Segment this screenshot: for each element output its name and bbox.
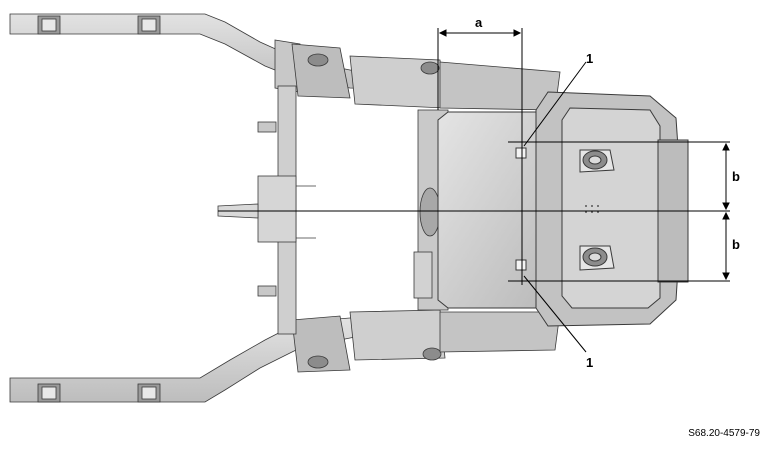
callout-b-lower-label: b <box>732 237 740 252</box>
callout-a-label: a <box>475 15 483 30</box>
callout-1-leaders <box>523 61 587 353</box>
storage-box <box>437 91 689 327</box>
callout-1-bottom-label: 1 <box>586 355 594 370</box>
vent-dots <box>585 205 599 213</box>
dimension-b <box>218 141 730 282</box>
dimension-a <box>437 28 523 285</box>
lower-left-rail <box>9 309 561 403</box>
frame-spine <box>217 85 316 335</box>
figure-reference: S68.20-4579-79 <box>688 428 760 439</box>
callout-1-top-label: 1 <box>586 51 594 66</box>
callout-b-upper-label: b <box>732 169 740 184</box>
upper-left-rail <box>9 13 561 111</box>
